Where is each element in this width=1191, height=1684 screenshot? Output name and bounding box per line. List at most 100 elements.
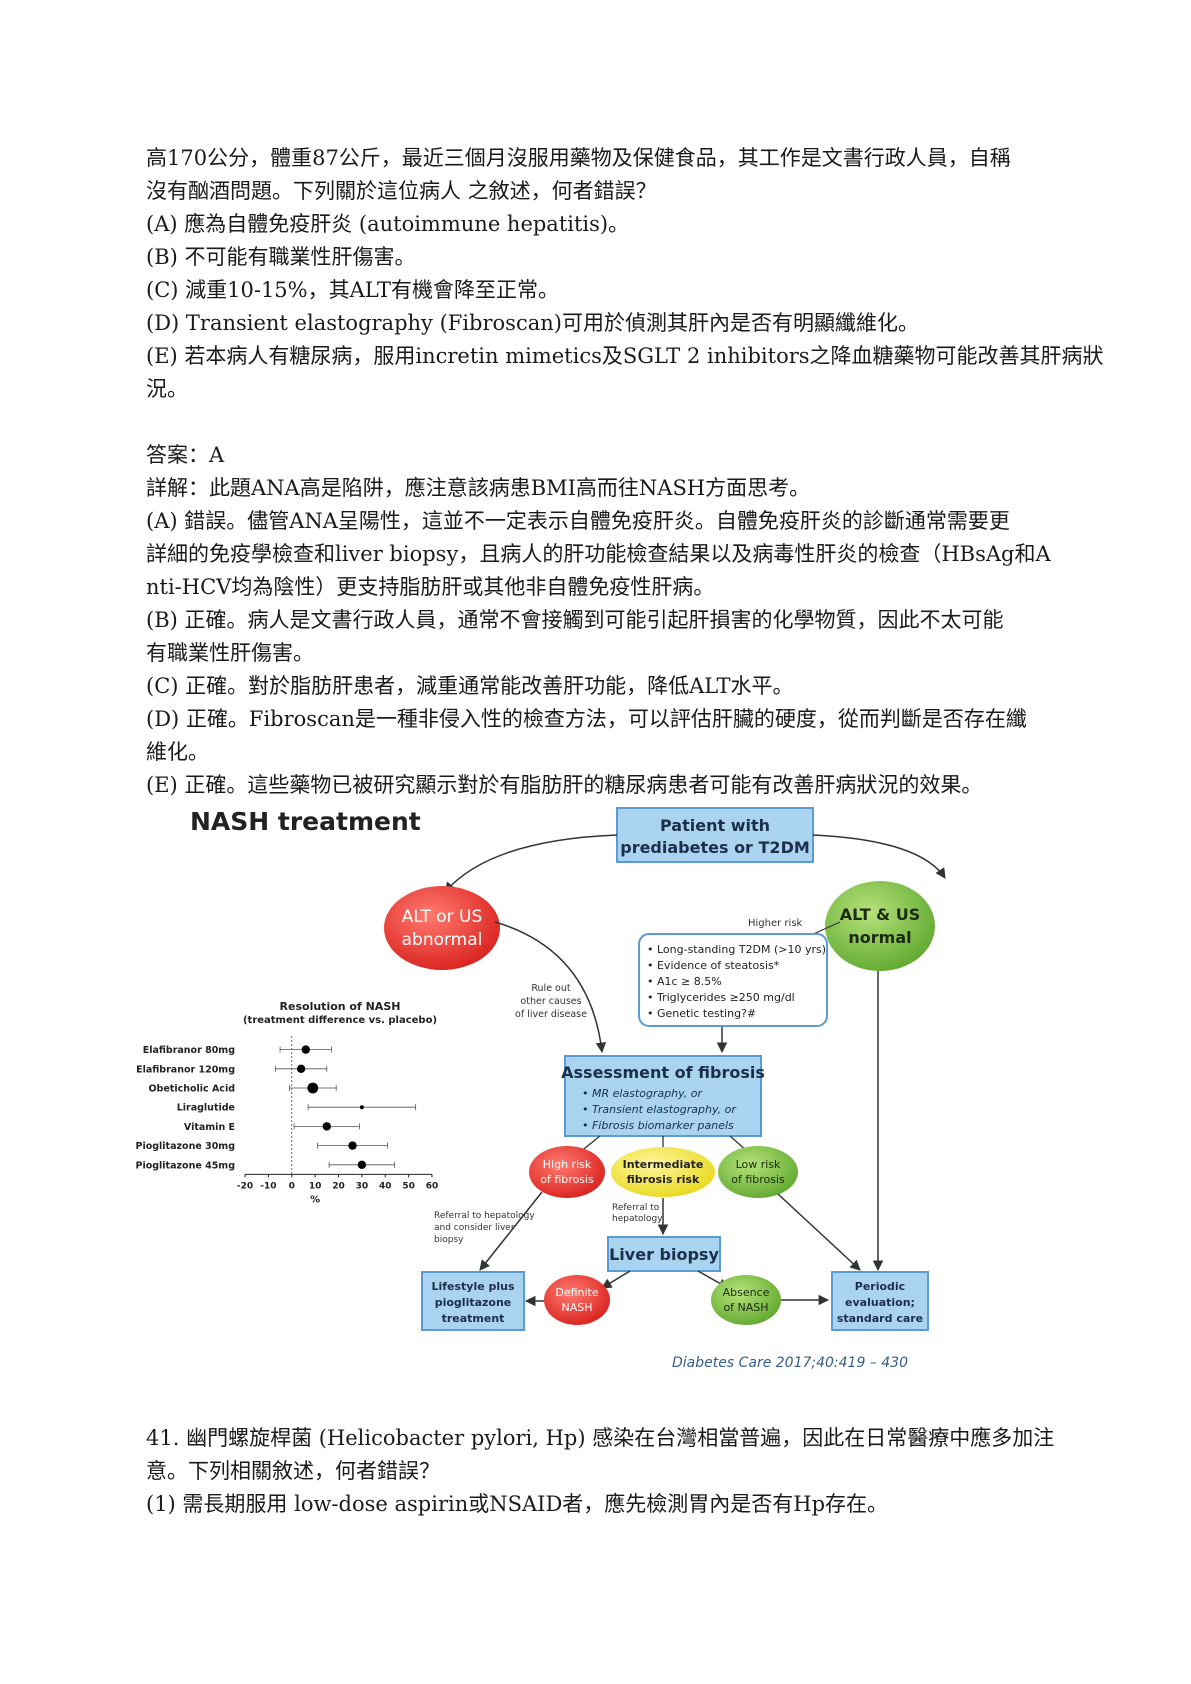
point-estimate	[301, 1045, 310, 1054]
x-tick-label: 30	[356, 1181, 369, 1191]
point-estimate	[348, 1141, 357, 1150]
x-tick-label: 50	[402, 1181, 415, 1191]
explanation-line: 詳解：此題ANA高是陷阱，應注意該病患BMI高而往NASH方面思考。	[146, 476, 811, 500]
high-risk-circle: High risk of fibrosis	[529, 1146, 605, 1198]
assessment-box: Assessment of fibrosis • MR elastography…	[561, 1055, 765, 1137]
alt-normal-circle: ALT & US normal	[825, 881, 935, 971]
option-e: (E) 若本病人有糖尿病，服用incretin mimetics及SGLT 2 …	[146, 344, 1104, 368]
explanation-d: (D) 正確。Fibroscan是一種非侵入性的檢查方法，可以評估肝臟的硬度，從…	[146, 707, 1027, 731]
option-c: (C) 減重10-15%，其ALT有機會降至正常。	[146, 278, 560, 302]
arrow-high-to-lifestyle	[479, 1191, 543, 1271]
chart-subtitle: (treatment difference vs. placebo)	[243, 1015, 437, 1026]
referral-hepatology-label: hepatology	[612, 1214, 663, 1224]
next-question-line: 41. 幽門螺旋桿菌 (Helicobacter pylori, Hp) 感染在…	[146, 1426, 1055, 1450]
patient-box-line: Patient with	[660, 816, 770, 835]
x-axis-label: %	[310, 1194, 320, 1205]
nash-treatment-figure: NASH treatment Patient with prediabetes …	[136, 807, 946, 1371]
rule-out-label: of liver disease	[515, 1009, 587, 1020]
category-label: Pioglitazone 30mg	[136, 1141, 236, 1152]
chart-title: Resolution of NASH	[280, 1000, 401, 1013]
risk-factor-item: • Long-standing T2DM (>10 yrs)	[647, 943, 826, 956]
alt-abnormal-line: abnormal	[402, 930, 483, 950]
x-tick-label: -20	[237, 1181, 253, 1191]
question-line: 高170公分，體重87公斤，最近三個月沒服用藥物及保健食品，其工作是文書行政人員…	[146, 146, 1011, 170]
point-estimate	[307, 1082, 319, 1094]
point-estimate	[357, 1160, 367, 1169]
intermediate-risk-line: fibrosis risk	[627, 1173, 700, 1186]
rule-out-label: other causes	[520, 996, 581, 1007]
x-tick-label: 0	[289, 1181, 295, 1191]
periodic-line: standard care	[837, 1312, 923, 1325]
absence-nash-circle: Absence of NASH	[711, 1275, 781, 1325]
explanation-b: 有職業性肝傷害。	[146, 641, 314, 665]
option-e-cont: 況。	[146, 377, 188, 401]
liver-biopsy-box: Liver biopsy	[607, 1236, 721, 1272]
x-tick-label: 20	[332, 1181, 345, 1191]
risk-factor-box: • Long-standing T2DM (>10 yrs) • Evidenc…	[638, 933, 828, 1027]
option-d: (D) Transient elastography (Fibroscan)可用…	[146, 311, 919, 335]
alt-normal-line: normal	[848, 928, 911, 947]
category-label: Pioglitazone 45mg	[136, 1160, 236, 1171]
option-b: (B) 不可能有職業性肝傷害。	[146, 245, 416, 269]
point-estimate	[322, 1122, 332, 1131]
definite-nash-circle: Definite NASH	[544, 1275, 610, 1325]
x-tick-label: 60	[426, 1181, 439, 1191]
low-risk-line: of fibrosis	[731, 1173, 785, 1186]
assessment-item: • Fibrosis biomarker panels	[582, 1119, 734, 1132]
referral-biopsy-label: Referral to hepatology	[434, 1211, 535, 1221]
referral-biopsy-label: and consider liver	[434, 1223, 515, 1233]
risk-factor-item: • A1c ≥ 8.5%	[647, 975, 722, 988]
assessment-title: Assessment of fibrosis	[561, 1063, 765, 1082]
rule-out-label: Rule out	[531, 983, 571, 994]
intermediate-risk-line: Intermediate	[623, 1158, 704, 1171]
category-label: Vitamin E	[184, 1122, 235, 1133]
explanation-a: 詳細的免疫學檢查和liver biopsy，且病人的肝功能檢查結果以及病毒性肝炎…	[146, 542, 1051, 566]
x-tick-label: -10	[260, 1181, 276, 1191]
patient-box: Patient with prediabetes or T2DM	[616, 807, 814, 863]
periodic-evaluation-box: Periodic evaluation; standard care	[831, 1271, 929, 1331]
low-risk-line: Low risk	[736, 1158, 781, 1171]
arrow-to-abnormal	[444, 834, 618, 893]
higher-risk-label: Higher risk	[748, 918, 803, 929]
category-label: Liraglutide	[177, 1103, 235, 1114]
referral-biopsy-label: biopsy	[434, 1235, 464, 1245]
patient-box-line: prediabetes or T2DM	[620, 838, 810, 857]
point-estimate	[359, 1105, 364, 1110]
referral-hepatology-label: Referral to	[612, 1203, 660, 1213]
low-risk-circle: Low risk of fibrosis	[718, 1146, 798, 1198]
high-risk-line: High risk	[543, 1158, 592, 1171]
answer-line: 答案：A	[146, 443, 225, 467]
periodic-line: evaluation;	[845, 1296, 915, 1309]
definite-nash-line: NASH	[561, 1301, 592, 1314]
absence-nash-line: Absence	[723, 1286, 770, 1299]
category-label: Elafibranor 120mg	[136, 1064, 235, 1075]
arrow-biopsy-to-definite	[601, 1270, 631, 1289]
risk-factor-item: • Evidence of steatosis*	[647, 959, 780, 972]
arrow-low-to-periodic	[777, 1193, 861, 1271]
liver-biopsy-label: Liver biopsy	[609, 1245, 719, 1264]
point-estimate	[296, 1064, 306, 1073]
risk-factor-item: • Genetic testing?#	[647, 1007, 756, 1020]
lifestyle-line: Lifestyle plus	[431, 1280, 515, 1293]
lifestyle-box: Lifestyle plus pioglitazone treatment	[421, 1271, 525, 1331]
figure-citation: Diabetes Care 2017;40:419 – 430	[672, 1355, 908, 1371]
alt-normal-line: ALT & US	[840, 905, 920, 924]
periodic-line: Periodic	[855, 1280, 905, 1293]
explanation-e: (E) 正確。這些藥物已被研究顯示對於有脂肪肝的糖尿病患者可能有改善肝病狀況的效…	[146, 773, 983, 797]
risk-factor-item: • Triglycerides ≥250 mg/dl	[647, 991, 795, 1004]
x-tick-label: 10	[309, 1181, 322, 1191]
forest-plot: Resolution of NASH (treatment difference…	[136, 1000, 439, 1205]
assessment-item: • Transient elastography, or	[582, 1103, 737, 1116]
question-line: 沒有酗酒問題。下列關於這位病人 之敘述，何者錯誤？	[146, 179, 657, 203]
definite-nash-line: Definite	[555, 1286, 599, 1299]
arrow-to-normal	[812, 834, 946, 879]
explanation-a: nti-HCV均為陰性）更支持脂肪肝或其他非自體免疫性肝病。	[146, 575, 715, 599]
category-label: Obeticholic Acid	[148, 1084, 235, 1095]
explanation-c: (C) 正確。對於脂肪肝患者，減重通常能改善肝功能，降低ALT水平。	[146, 674, 794, 698]
alt-abnormal-circle: ALT or US abnormal	[384, 886, 500, 970]
option-a: (A) 應為自體免疫肝炎 (autoimmune hepatitis)。	[146, 212, 630, 236]
explanation-d: 維化。	[146, 740, 209, 764]
absence-nash-line: of NASH	[723, 1301, 768, 1314]
intermediate-risk-circle: Intermediate fibrosis risk	[611, 1147, 715, 1197]
high-risk-line: of fibrosis	[540, 1173, 594, 1186]
